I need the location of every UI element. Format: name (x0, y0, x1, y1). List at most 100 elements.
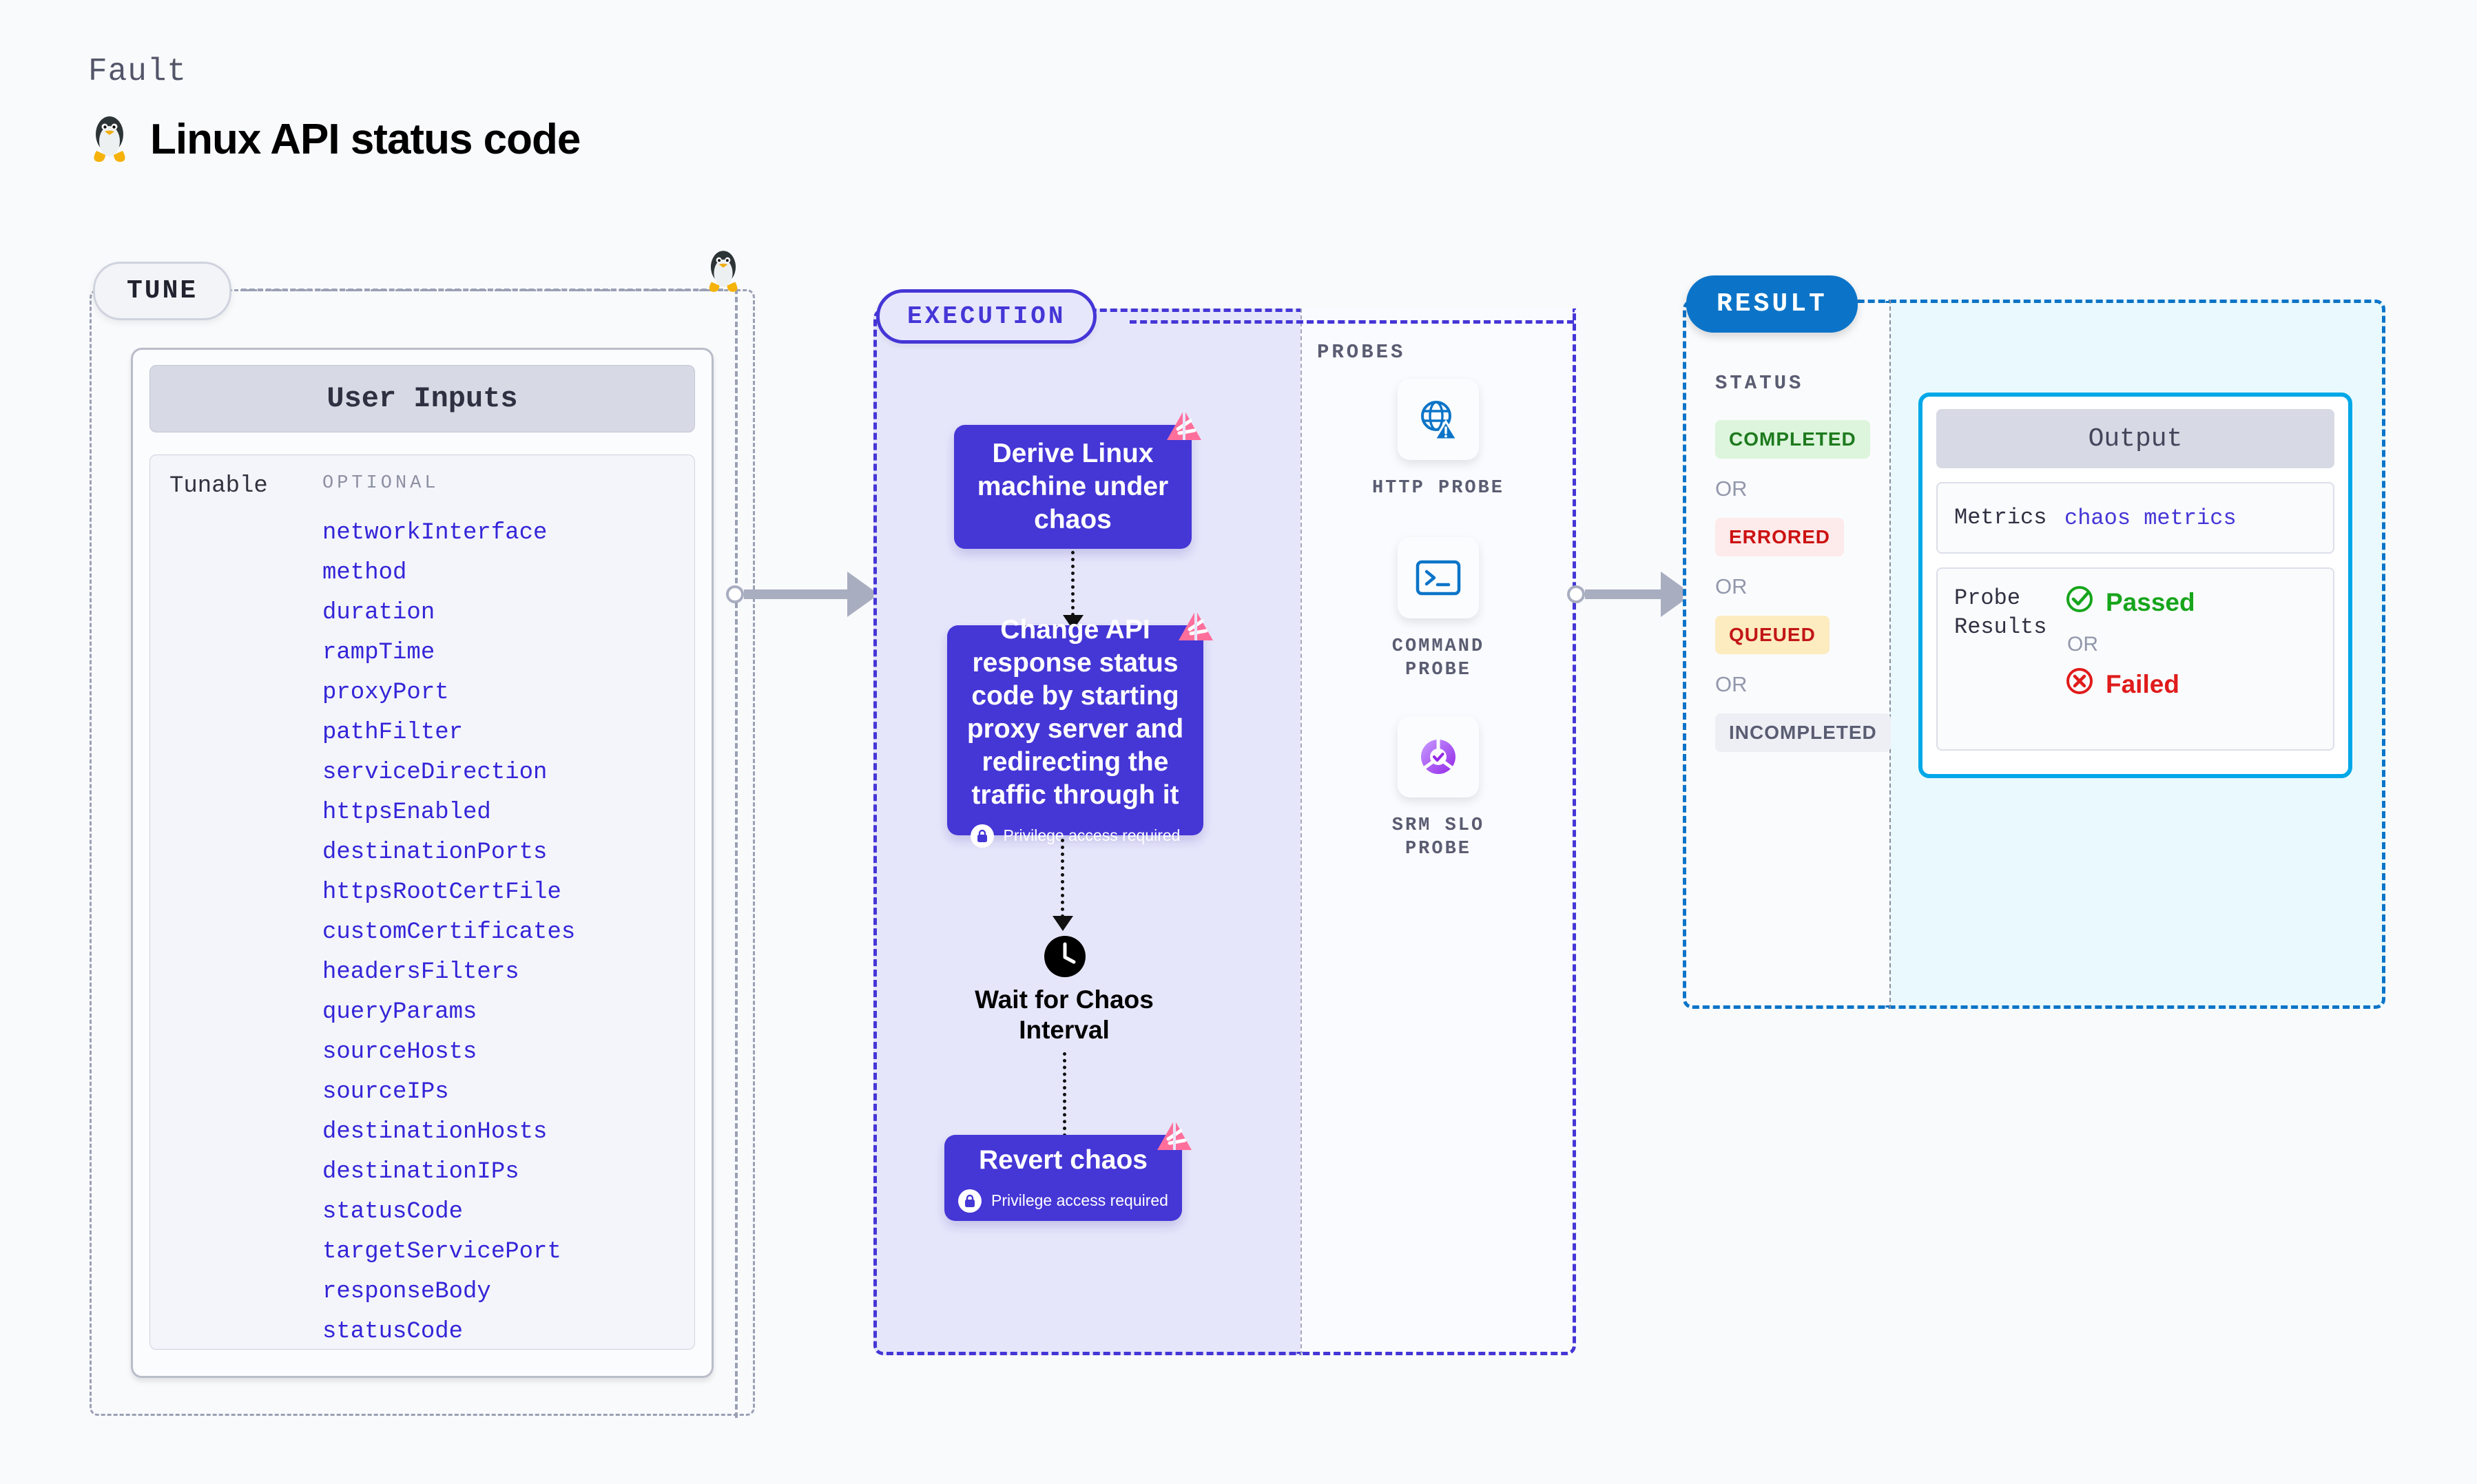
check-circle-icon (2064, 584, 2095, 620)
passed-label: Passed (2106, 587, 2195, 616)
probes-title: PROBES (1317, 341, 1406, 364)
execution-badge[interactable]: EXECUTION (876, 289, 1097, 344)
probes-panel-boundary (1300, 309, 1576, 1355)
status-badge-queued: QUEUED (1715, 616, 1830, 654)
tune-right-dashline (735, 289, 738, 1418)
tunable-list: OPTIONAL networkInterface method duration r… (322, 473, 694, 1349)
metrics-key: Metrics (1954, 505, 2047, 530)
tunable-item[interactable]: sourceHosts (322, 1039, 477, 1065)
tunable-item[interactable]: customCertificates (322, 919, 576, 945)
output-metrics-row: Metrics chaos metrics (1936, 482, 2334, 554)
connector-tune-to-execution (726, 572, 893, 617)
status-title: STATUS (1715, 372, 1804, 395)
failed-label: Failed (2106, 669, 2179, 698)
lock-icon (958, 1189, 982, 1213)
page-title-row: Linux API status code (88, 114, 581, 165)
tunable-item[interactable]: method (322, 560, 407, 586)
litmus-chaos-icon (1176, 607, 1216, 651)
terminal-icon (1398, 537, 1479, 618)
status-badge-errored: ERRORED (1715, 518, 1845, 556)
execution-step-label: Derive Linux machine under chaos (977, 439, 1169, 534)
probe-http[interactable]: HTTP PROBE (1369, 379, 1507, 500)
tunable-item[interactable]: networkInterface (322, 520, 548, 546)
connector-start-dot (1567, 585, 1585, 603)
probe-label: SRM SLO PROBE (1391, 815, 1485, 859)
connector-line (744, 589, 847, 599)
tunable-item[interactable]: destinationHosts (322, 1119, 548, 1145)
connector-line (1585, 589, 1661, 599)
tunable-item[interactable]: httpsEnabled (322, 800, 491, 826)
status-badge-incompleted: INCOMPLETED (1715, 713, 1891, 752)
tunable-box: Tunable OPTIONAL networkInterface method d… (149, 454, 695, 1350)
optional-label: OPTIONAL (322, 473, 439, 494)
result-status-boundary (1683, 300, 1889, 1009)
linux-penguin-icon (88, 114, 131, 165)
execution-top-dashline (1130, 320, 1574, 324)
tunable-item[interactable]: queryParams (322, 999, 477, 1025)
execution-step-label: Revert chaos (979, 1145, 1148, 1175)
tunable-item[interactable]: destinationPorts (322, 839, 548, 866)
metrics-value[interactable]: chaos metrics (2064, 505, 2237, 531)
output-title: Output (1936, 409, 2334, 468)
probe-command[interactable]: COMMAND PROBE (1369, 537, 1507, 682)
tunable-item[interactable]: headersFilters (322, 959, 519, 985)
tunable-item[interactable]: proxyPort (322, 680, 449, 706)
flow-arrow-2-line (1061, 839, 1064, 918)
tunable-item[interactable]: rampTime (322, 640, 435, 666)
privilege-label: Privilege access required (1003, 826, 1181, 844)
privilege-note: Privilege access required (958, 1189, 1168, 1213)
lock-icon (970, 824, 994, 848)
litmus-chaos-icon (1154, 1117, 1194, 1160)
x-circle-icon (2064, 666, 2095, 702)
tunable-item[interactable]: pathFilter (322, 720, 464, 746)
user-inputs-card: User Inputs Tunable OPTIONAL networkInte… (131, 348, 714, 1378)
tune-connector-dashline (241, 289, 723, 291)
flow-arrow-1-line (1071, 551, 1075, 616)
or-label: OR (1715, 574, 1748, 598)
probe-label: COMMAND PROBE (1391, 636, 1485, 680)
wait-for-chaos-interval-label: Wait for Chaos Interval (975, 985, 1154, 1044)
probe-result-failed: Failed (2064, 666, 2195, 702)
tunable-item[interactable]: responseBody (322, 1279, 491, 1305)
page-title: Linux API status code (150, 115, 581, 163)
tunable-item[interactable]: httpsRootCertFile (322, 879, 561, 906)
probe-results-values: Passed OR Failed (2064, 584, 2195, 734)
status-badge-completed: COMPLETED (1715, 420, 1870, 459)
litmus-chaos-icon (1164, 407, 1204, 450)
tunable-item[interactable]: targetServicePort (322, 1239, 561, 1265)
flow-arrow-3-line (1063, 1052, 1066, 1178)
connector-start-dot (726, 585, 744, 603)
result-badge[interactable]: RESULT (1686, 275, 1858, 333)
privilege-note: Privilege access required (970, 824, 1181, 848)
probe-label: HTTP PROBE (1371, 478, 1505, 499)
tunable-item[interactable]: statusCode (322, 1319, 464, 1345)
tunable-item[interactable]: statusCode (322, 1199, 464, 1225)
execution-step-label: Change API response status code by start… (966, 614, 1184, 810)
srm-slo-icon (1398, 716, 1479, 797)
page-kicker: Fault (88, 54, 187, 90)
tune-badge[interactable]: TUNE (93, 262, 232, 320)
tunable-item[interactable]: duration (322, 600, 435, 626)
or-label: OR (2067, 633, 2098, 656)
tunable-item[interactable]: serviceDirection (322, 760, 548, 786)
user-inputs-title: User Inputs (149, 365, 695, 432)
linux-penguin-marker-icon (704, 248, 743, 295)
or-label: OR (1715, 477, 1748, 501)
result-divider (1889, 300, 1891, 1009)
execution-step-change-api[interactable]: Change API response status code by start… (947, 610, 1213, 848)
execution-step-derive[interactable]: Derive Linux machine under chaos (954, 410, 1201, 549)
tunable-item[interactable]: sourceIPs (322, 1079, 449, 1105)
tunable-label: Tunable (169, 473, 268, 499)
tunable-item[interactable]: destinationIPs (322, 1159, 519, 1185)
probe-result-passed: Passed (2064, 584, 2195, 620)
flow-arrow-2-head (1053, 916, 1073, 931)
probe-srm-slo[interactable]: SRM SLO PROBE (1369, 716, 1507, 861)
clock-icon (1044, 935, 1086, 981)
globe-warning-icon (1398, 379, 1479, 460)
execution-step-revert[interactable]: Revert chaos Privilege access required (944, 1120, 1192, 1221)
probes-divider (1300, 309, 1302, 1355)
privilege-label: Privilege access required (991, 1191, 1168, 1209)
